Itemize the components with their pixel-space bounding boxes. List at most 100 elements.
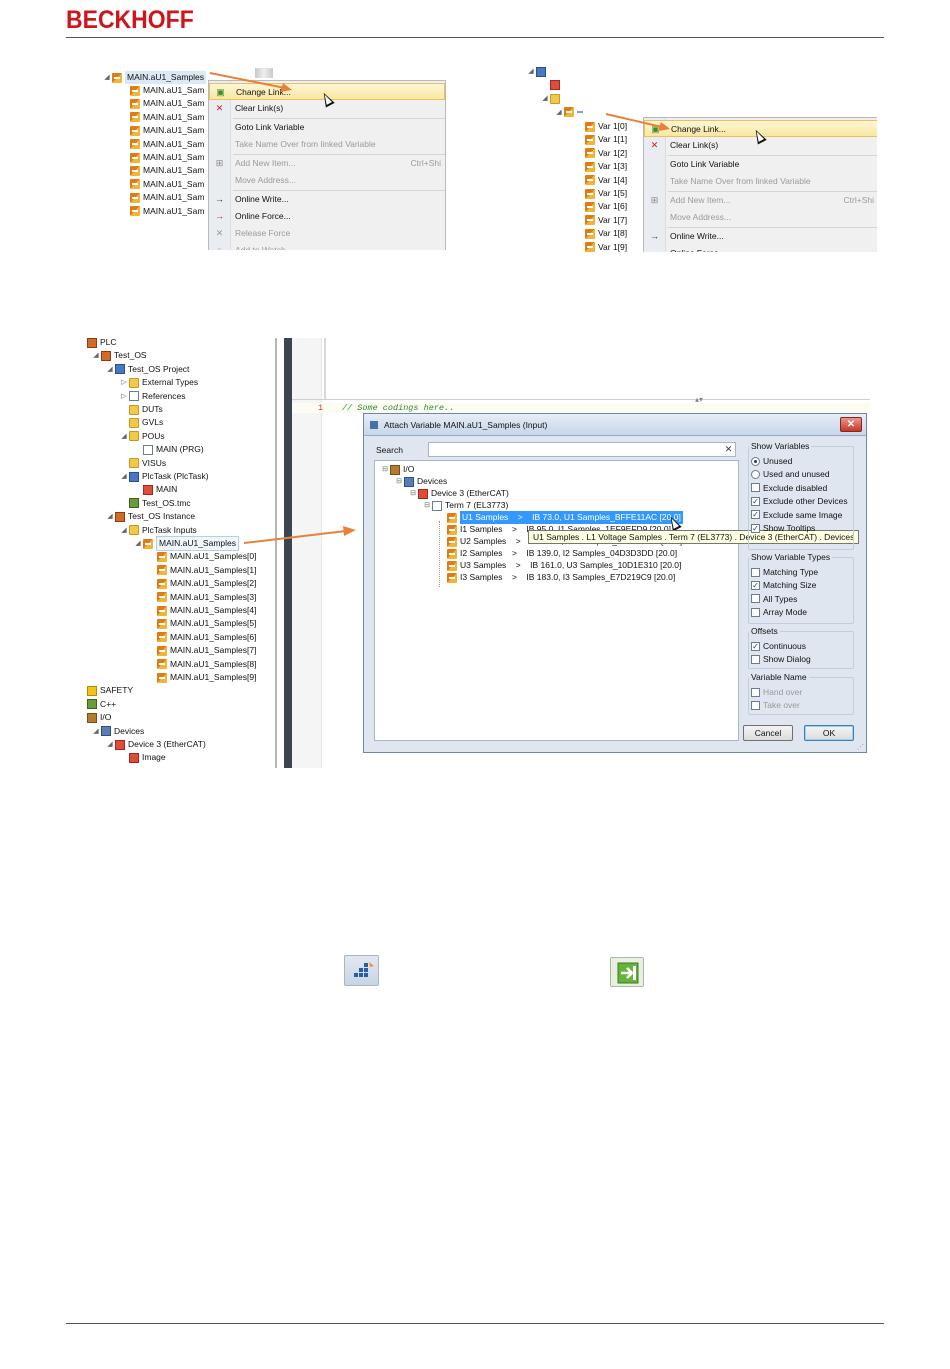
- dialog-tree-node[interactable]: ⊟Device 3 (EtherCAT): [409, 487, 509, 500]
- checkbox-continuous[interactable]: ✓Continuous: [751, 640, 806, 652]
- menu-item[interactable]: ⊞Add New Item...Ctrl+Shi: [209, 155, 445, 172]
- tree-item[interactable]: MAIN.aU1_Samples[5]: [148, 617, 256, 630]
- tree-item[interactable]: MAIN.aU1_Sam: [130, 97, 204, 110]
- menu-item[interactable]: Move Address...: [209, 172, 445, 189]
- menu-item[interactable]: →Online Write...: [644, 228, 877, 245]
- variable-row[interactable]: I1 Samples > IB 95.0, I1 Samples_1EF9EFD…: [447, 523, 671, 536]
- tree-item[interactable]: Test_OS.tmc: [120, 497, 191, 510]
- checkbox-matching-type[interactable]: Matching Type: [751, 566, 818, 578]
- variable-row[interactable]: I3 Samples > IB 183.0, I3 Samples_E7D219…: [447, 571, 675, 584]
- expand-triangle-icon[interactable]: ◢: [107, 365, 113, 373]
- menu-item[interactable]: Goto Link Variable: [644, 156, 877, 173]
- tree-item[interactable]: ◢: [555, 106, 583, 119]
- tree-item[interactable]: Var 1[1]: [585, 133, 627, 146]
- tree-item[interactable]: ◢: [527, 65, 549, 78]
- tree-item[interactable]: ◢: [541, 92, 563, 105]
- menu-item[interactable]: ✕Clear Link(s): [644, 137, 877, 154]
- tree-item[interactable]: Var 1[5]: [585, 187, 627, 200]
- tree-item[interactable]: MAIN.aU1_Samples[0]: [148, 550, 256, 563]
- tree-item[interactable]: MAIN.aU1_Samples[8]: [148, 658, 256, 671]
- tree-item[interactable]: MAIN.aU1_Sam: [130, 178, 204, 191]
- tree-item[interactable]: [541, 79, 563, 92]
- tree-item[interactable]: MAIN.aU1_Sam: [130, 191, 204, 204]
- tree-item[interactable]: MAIN.aU1_Samples[6]: [148, 631, 256, 644]
- tree-item[interactable]: ◢Test_OS: [92, 349, 147, 362]
- tree-item[interactable]: MAIN.aU1_Sam: [130, 164, 204, 177]
- radio-used-and-unused[interactable]: Used and unused: [751, 468, 830, 480]
- tree-item[interactable]: ◢PlcTask Inputs: [120, 524, 197, 537]
- tree-item[interactable]: MAIN.aU1_Sam: [130, 124, 204, 137]
- menu-item[interactable]: Take Name Over from linked Variable: [209, 136, 445, 153]
- tree-item[interactable]: Var 1[8]: [585, 227, 627, 240]
- expand-triangle-icon[interactable]: ◢: [121, 432, 127, 440]
- tree-item[interactable]: Var 1[2]: [585, 147, 627, 160]
- variable-tree[interactable]: ⊟I/O⊟Devices⊟Device 3 (EtherCAT)⊟Term 7 …: [374, 460, 739, 741]
- tree-item[interactable]: MAIN.aU1_Samples[4]: [148, 604, 256, 617]
- tree-item[interactable]: MAIN: [134, 483, 177, 496]
- checkbox-all-types[interactable]: All Types: [751, 593, 797, 605]
- checkbox-exclude-same-image[interactable]: ✓Exclude same Image: [751, 509, 842, 521]
- cancel-button[interactable]: Cancel: [743, 725, 793, 741]
- tree-item[interactable]: ◢POUs: [120, 430, 165, 443]
- collapse-toggle-icon[interactable]: ⊟: [382, 466, 388, 473]
- tree-item[interactable]: MAIN.aU1_Samples[2]: [148, 577, 256, 590]
- collapse-toggle-icon[interactable]: ⊟: [410, 490, 416, 497]
- expand-triangle-icon[interactable]: ▷: [121, 379, 127, 387]
- collapse-toggle-icon[interactable]: ⊟: [424, 502, 430, 509]
- close-button[interactable]: ✕: [840, 417, 862, 432]
- tree-item[interactable]: MAIN.aU1_Sam: [130, 151, 204, 164]
- menu-item[interactable]: →Online Force...: [644, 245, 877, 252]
- tree-item[interactable]: GVLs: [120, 416, 163, 429]
- tree-item[interactable]: Var 1[0]: [585, 120, 627, 133]
- splitter[interactable]: [275, 338, 277, 768]
- tree-item[interactable]: Var 1[9]: [585, 241, 627, 252]
- menu-item[interactable]: Take Name Over from linked Variable: [644, 173, 877, 190]
- tree-item[interactable]: MAIN.aU1_Sam: [130, 111, 204, 124]
- expand-triangle-icon[interactable]: ◢: [556, 108, 562, 116]
- tree-item[interactable]: SAFETY: [78, 684, 133, 697]
- ok-button[interactable]: OK: [804, 725, 854, 741]
- tree-item[interactable]: ◢PlcTask (PlcTask): [120, 470, 209, 483]
- radio-unused[interactable]: Unused: [751, 455, 792, 467]
- expand-triangle-icon[interactable]: ▷: [121, 392, 127, 400]
- expand-triangle-icon[interactable]: ◢: [93, 727, 99, 735]
- tree-item[interactable]: ◢MAIN.aU1_Samples: [134, 536, 240, 551]
- tree-item[interactable]: Var 1[4]: [585, 174, 627, 187]
- tree-item[interactable]: MAIN.aU1_Samples[9]: [148, 671, 256, 684]
- expand-triangle-icon[interactable]: ◢: [542, 95, 548, 102]
- checkbox-take-over[interactable]: Take over: [751, 699, 800, 711]
- expand-triangle-icon[interactable]: ◢: [93, 352, 99, 360]
- tree-item[interactable]: VISUs: [120, 457, 166, 470]
- tree-item[interactable]: MAIN.aU1_Sam: [130, 138, 204, 151]
- tree-item[interactable]: MAIN.aU1_Samples[1]: [148, 564, 256, 577]
- resize-grip-icon[interactable]: ⋰: [857, 744, 864, 751]
- menu-item[interactable]: Move Address...: [644, 209, 877, 226]
- dialog-tree-node[interactable]: ⊟I/O: [381, 463, 414, 476]
- menu-item[interactable]: →Online Write...: [209, 191, 445, 208]
- tree-item[interactable]: Var 1[7]: [585, 214, 627, 227]
- menu-item[interactable]: ✕Clear Link(s): [209, 100, 445, 117]
- tree-item[interactable]: PLC: [78, 336, 117, 349]
- tree-item[interactable]: Image: [120, 751, 166, 764]
- tree-item[interactable]: MAIN.aU1_Samples[3]: [148, 591, 256, 604]
- splitter-grip-icon[interactable]: ▴▾: [695, 395, 704, 404]
- expand-triangle-icon[interactable]: ◢: [528, 68, 534, 75]
- menu-item[interactable]: Goto Link Variable: [209, 119, 445, 136]
- expand-triangle-icon[interactable]: ◢: [107, 513, 113, 521]
- tree-item[interactable]: I/O: [78, 711, 111, 724]
- tree-item[interactable]: MAIN.aU1_Sam: [130, 205, 204, 218]
- variable-row[interactable]: I2 Samples > IB 139.0, I2 Samples_04D3D3…: [447, 547, 677, 560]
- expand-triangle-icon[interactable]: ◢: [107, 741, 113, 748]
- checkbox-exclude-other-devices[interactable]: ✓Exclude other Devices: [751, 495, 848, 507]
- tree-item[interactable]: DUTs: [120, 403, 163, 416]
- tree-item[interactable]: MAIN.aU1_Samples[7]: [148, 644, 256, 657]
- menu-item[interactable]: ○Add to Watch: [209, 242, 445, 250]
- checkbox-matching-size[interactable]: ✓Matching Size: [751, 579, 816, 591]
- tree-item[interactable]: ◢Devices: [92, 725, 144, 738]
- checkbox-show-dialog[interactable]: Show Dialog: [751, 653, 811, 665]
- menu-item[interactable]: ⊞Add New Item...Ctrl+Shi: [644, 192, 877, 209]
- search-input[interactable]: ✕: [428, 442, 736, 457]
- checkbox-show-tooltips[interactable]: ✓Show Tooltips: [751, 522, 815, 534]
- collapse-toggle-icon[interactable]: ⊟: [396, 478, 402, 485]
- tree-item[interactable]: MAIN.aU1_Sam: [130, 84, 204, 97]
